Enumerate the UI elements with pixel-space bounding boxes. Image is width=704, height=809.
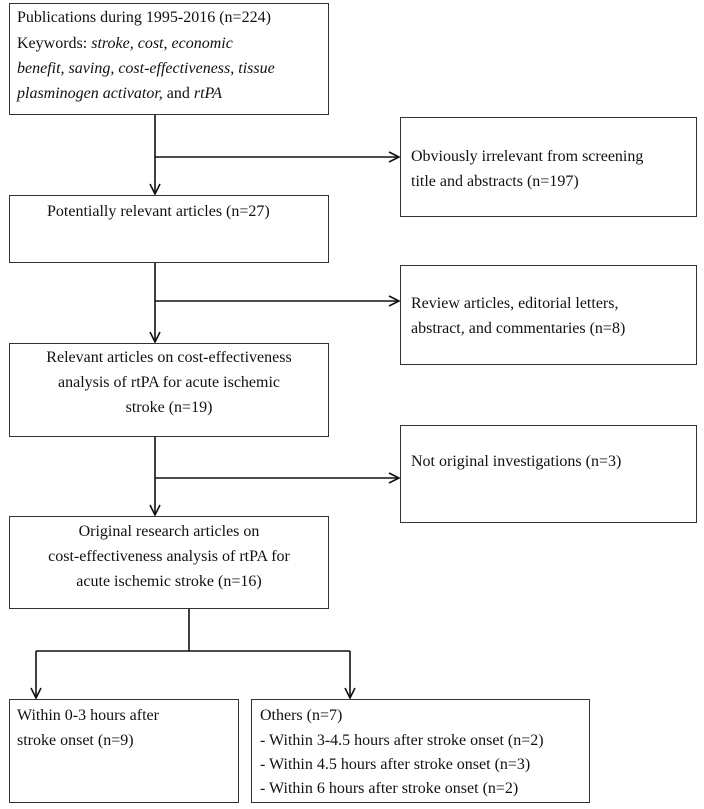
original-research-line-1: Original research articles on — [78, 523, 260, 540]
others-box — [251, 699, 590, 803]
relevant-articles-box — [9, 343, 329, 437]
others-line-2: - Within 3-4.5 hours after stroke onset … — [260, 732, 544, 749]
exclusion-box-irrelevant — [400, 117, 697, 217]
keywords-line-1: Keywords: stroke, cost, economic — [17, 33, 233, 55]
original-research-line-3: acute ischemic stroke (n=16) — [76, 573, 262, 590]
keywords-line-2: benefit, saving, cost-effectiveness, tis… — [17, 58, 275, 80]
relevant-articles-line-3: stroke (n=19) — [125, 399, 213, 416]
relevant-articles-line-1: Relevant articles on cost-effectiveness — [46, 349, 292, 366]
exclusion-not-original-text: Not original investigations (n=3) — [411, 453, 622, 470]
potentially-relevant-text: Potentially relevant articles (n=27) — [47, 203, 270, 220]
original-research-box — [9, 516, 329, 609]
within-0-3-hours-line-2: stroke onset (n=9) — [17, 732, 134, 749]
relevant-articles-line-2: analysis of rtPA for acute ischemic — [57, 374, 281, 391]
keywords-terms-3: plasminogen activator, — [17, 85, 163, 102]
exclusion-reviews-line-2: abstract, and commentaries (n=8) — [411, 320, 626, 337]
others-line-3: - Within 4.5 hours after stroke onset (n… — [260, 756, 531, 773]
exclusion-irrelevant-line-1: Obviously irrelevant from screening — [411, 148, 644, 165]
keywords-and: and — [162, 85, 194, 102]
keywords-line-3: plasminogen activator, and rtPA — [17, 83, 222, 105]
keywords-terms-2: benefit, saving, cost-effectiveness, tis… — [17, 60, 275, 77]
others-line-4: - Within 6 hours after stroke onset (n=2… — [260, 780, 519, 797]
exclusion-irrelevant-line-2: title and abstracts (n=197) — [411, 173, 579, 190]
exclusion-reviews-line-1: Review articles, editorial letters, — [411, 295, 619, 312]
potentially-relevant-box — [9, 195, 329, 263]
exclusion-box-not-original — [400, 425, 697, 523]
keywords-terms-1: stroke, cost, economic — [91, 35, 233, 52]
original-research-line-2: cost-effectiveness analysis of rtPA for — [48, 548, 290, 565]
keywords-terms-4: rtPA — [193, 85, 223, 102]
keywords-prefix: Keywords: — [17, 35, 92, 52]
publications-count: Publications during 1995-2016 (n=224) — [17, 9, 271, 26]
within-0-3-hours-line-1: Within 0-3 hours after — [17, 707, 159, 724]
others-line-1: Others (n=7) — [260, 707, 343, 724]
within-0-3-hours-box — [9, 699, 239, 803]
exclusion-box-reviews — [400, 265, 697, 365]
publications-box — [9, 3, 329, 115]
